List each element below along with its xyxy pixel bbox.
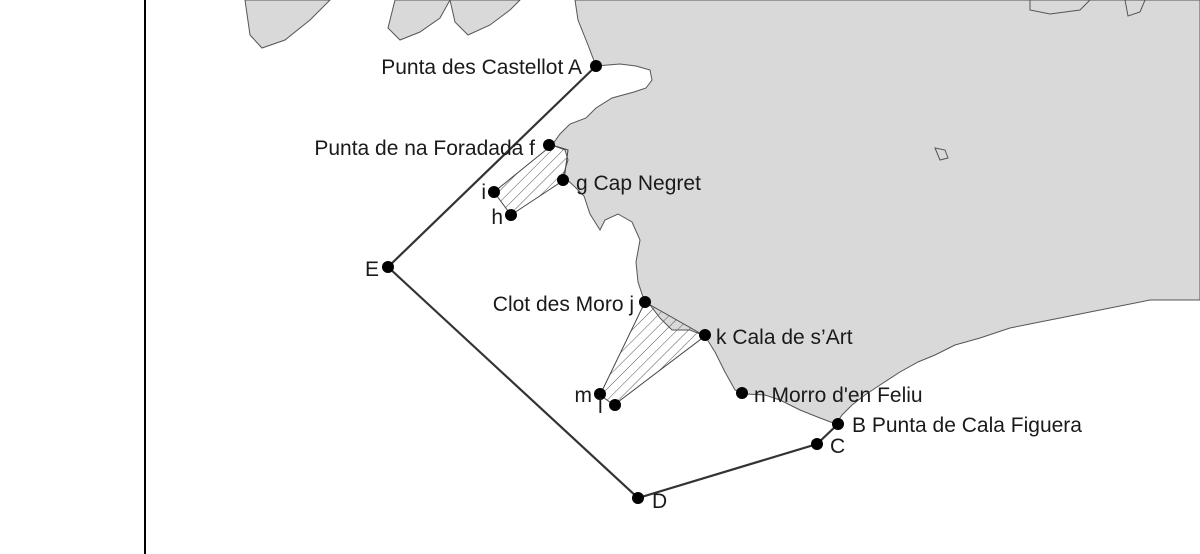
point-marker-E — [382, 261, 394, 273]
label-C: C — [830, 435, 845, 458]
label-A: Punta des Castellot A — [381, 56, 582, 79]
point-marker-j — [639, 296, 651, 308]
label-m: m — [575, 384, 593, 407]
point-marker-l — [609, 399, 621, 411]
point-marker-C — [811, 438, 823, 450]
label-D: D — [652, 490, 667, 513]
label-l: l — [598, 395, 603, 418]
label-E: E — [365, 258, 379, 281]
label-B: B Punta de Cala Figuera — [852, 414, 1082, 437]
islet-top-middle-2 — [449, 0, 521, 36]
point-marker-D — [632, 492, 644, 504]
point-marker-h — [505, 209, 517, 221]
point-marker-f — [543, 139, 555, 151]
label-j: Clot des Moro j — [493, 293, 634, 316]
islet-top-middle — [387, 0, 451, 41]
point-marker-n — [736, 387, 748, 399]
point-marker-g — [557, 174, 569, 186]
point-marker-i — [488, 186, 500, 198]
label-i: i — [481, 181, 486, 204]
hatched-zone-north — [493, 144, 569, 216]
label-g: g Cap Negret — [576, 172, 701, 195]
islet-east — [934, 147, 949, 161]
label-f: Punta de na Foradada f — [314, 137, 535, 160]
islet-top-right — [1029, 0, 1091, 15]
point-marker-m — [594, 388, 606, 400]
label-h: h — [491, 206, 503, 229]
point-marker-B — [832, 418, 844, 430]
point-marker-A — [590, 60, 602, 72]
label-n: n Morro d'en Feliu — [754, 384, 923, 407]
point-marker-k — [699, 329, 711, 341]
islet-far-right — [1124, 0, 1146, 17]
islet-top-left — [244, 0, 331, 49]
label-k: k Cala de s’Art — [716, 326, 853, 349]
